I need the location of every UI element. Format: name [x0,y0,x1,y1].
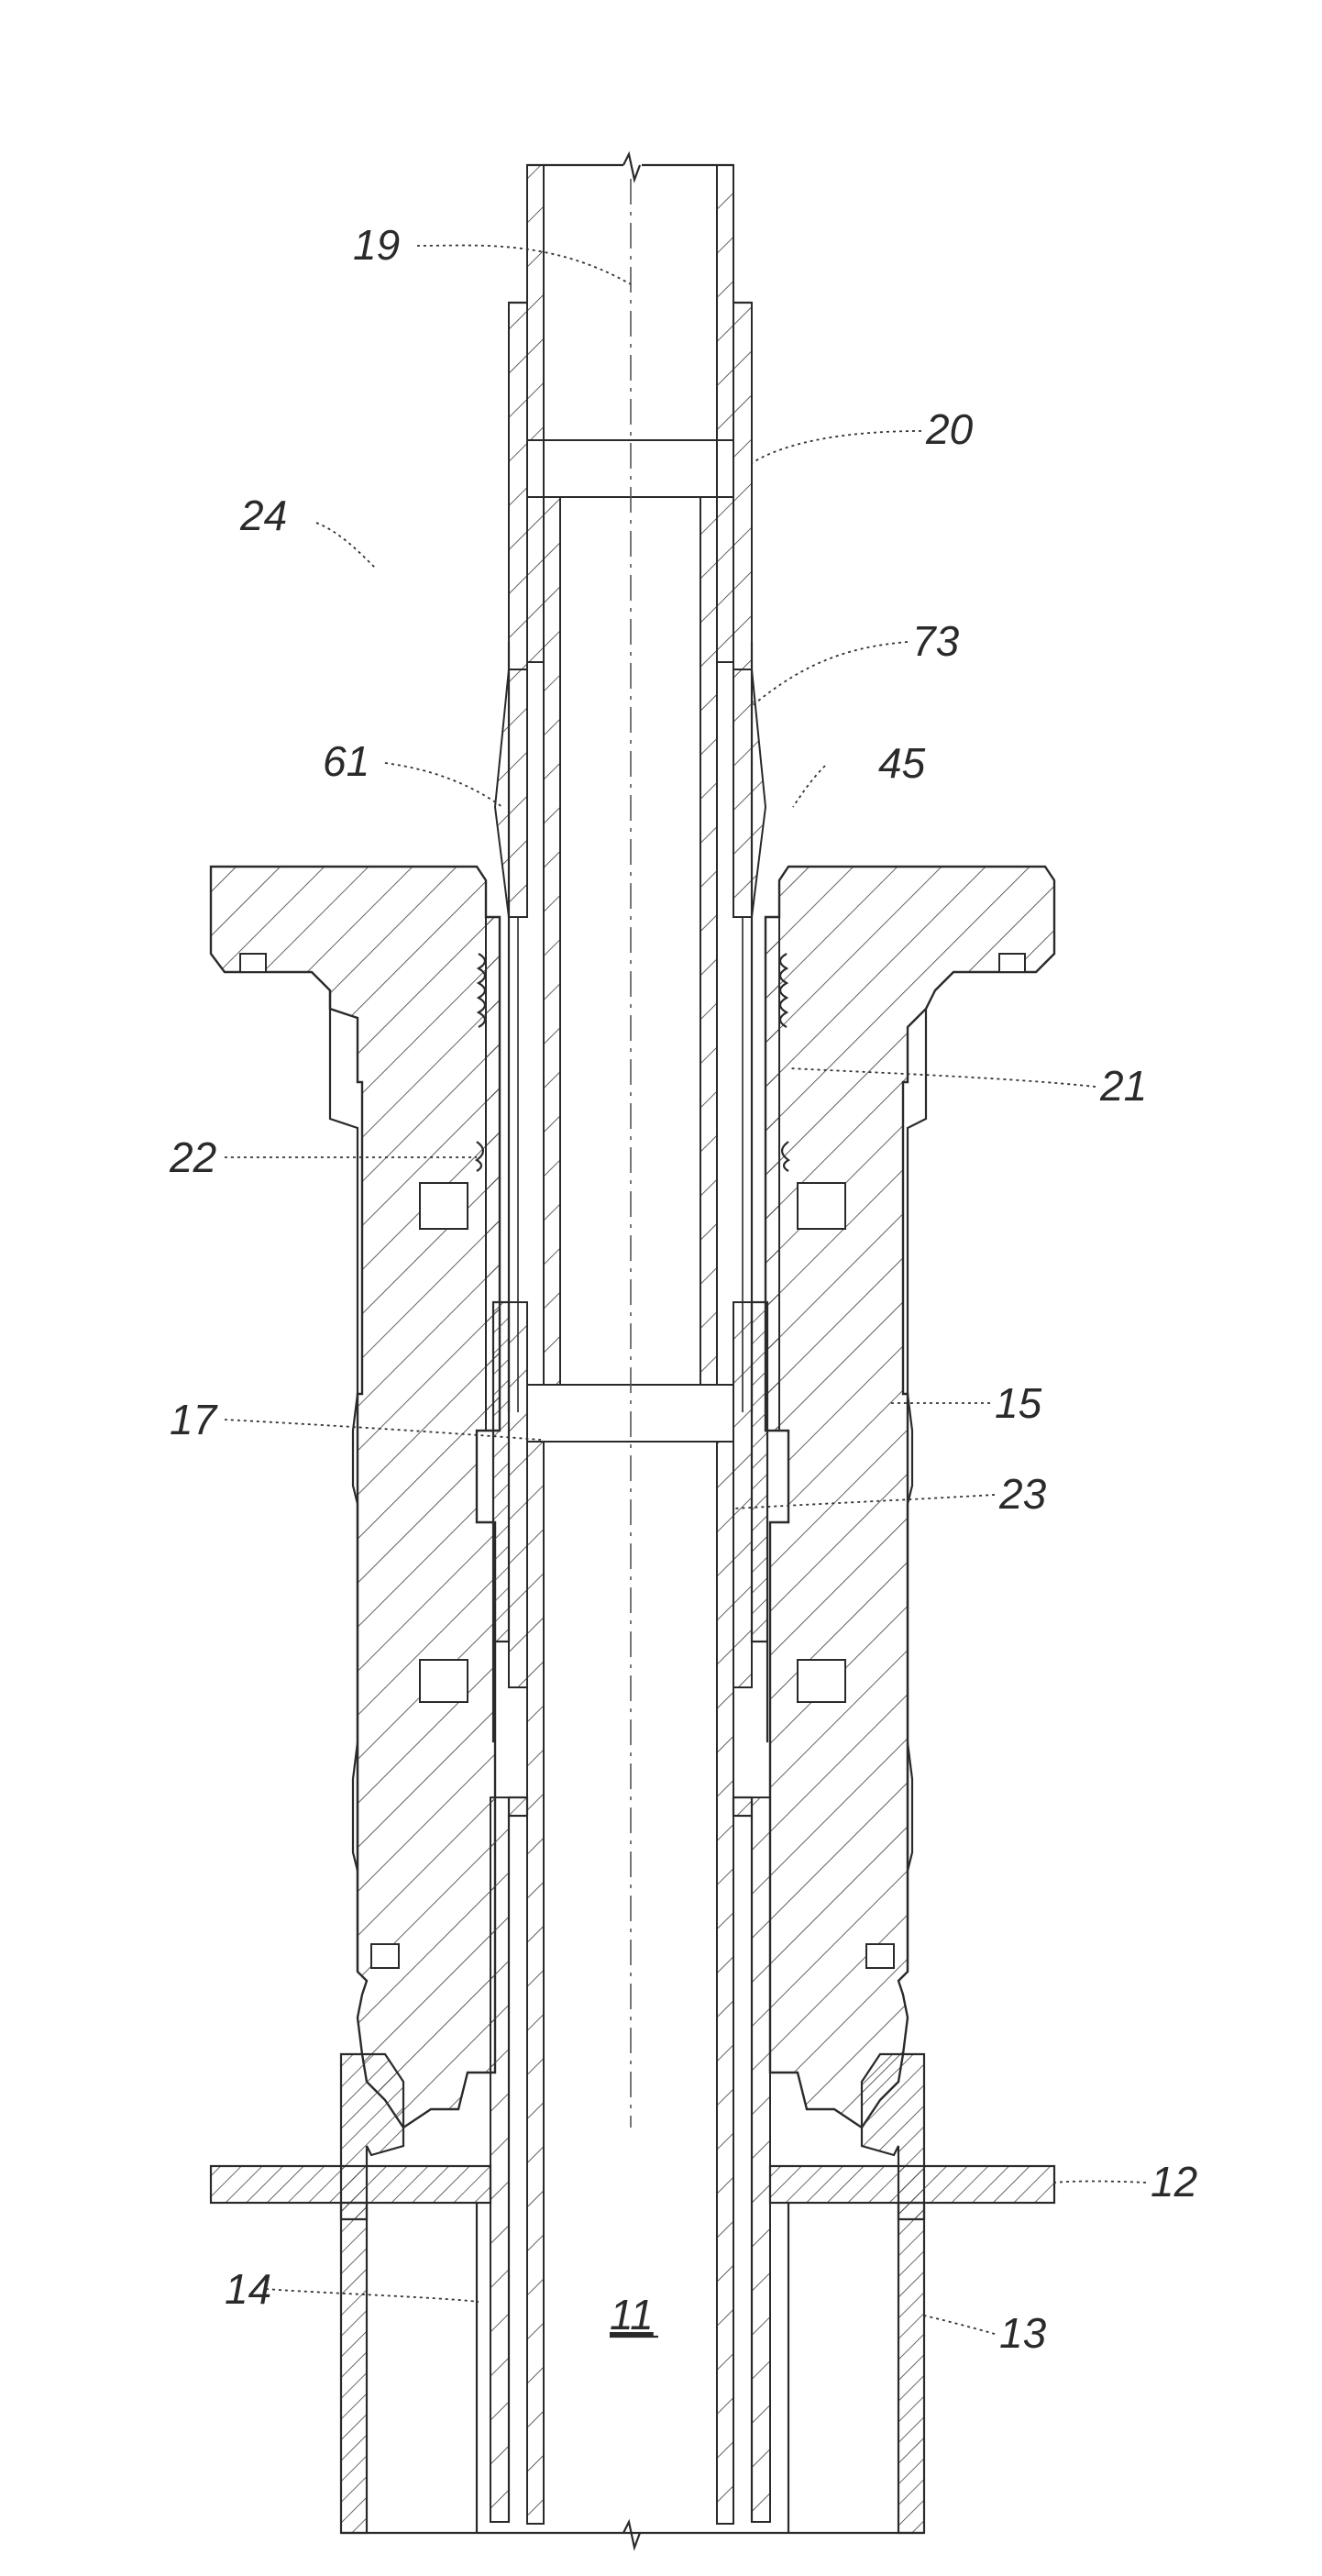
callout-14: 14 [225,2265,271,2313]
callout-19: 19 [353,221,400,269]
wellhead-body-left [211,867,500,2128]
callout-12: 12 [1151,2158,1197,2206]
callout-22: 22 [169,1133,216,1181]
callout-11: 11 [610,2291,654,2338]
callout-20: 20 [925,405,974,453]
callout-73: 73 [912,617,960,665]
callout-61: 61 [323,737,369,785]
callout-21: 21 [1099,1062,1147,1110]
callout-24: 24 [239,492,287,539]
callout-23: 23 [998,1470,1047,1518]
callout-13: 13 [999,2309,1047,2357]
callout-17: 17 [170,1396,218,1443]
callout-15: 15 [995,1379,1042,1427]
callout-45: 45 [878,739,926,787]
